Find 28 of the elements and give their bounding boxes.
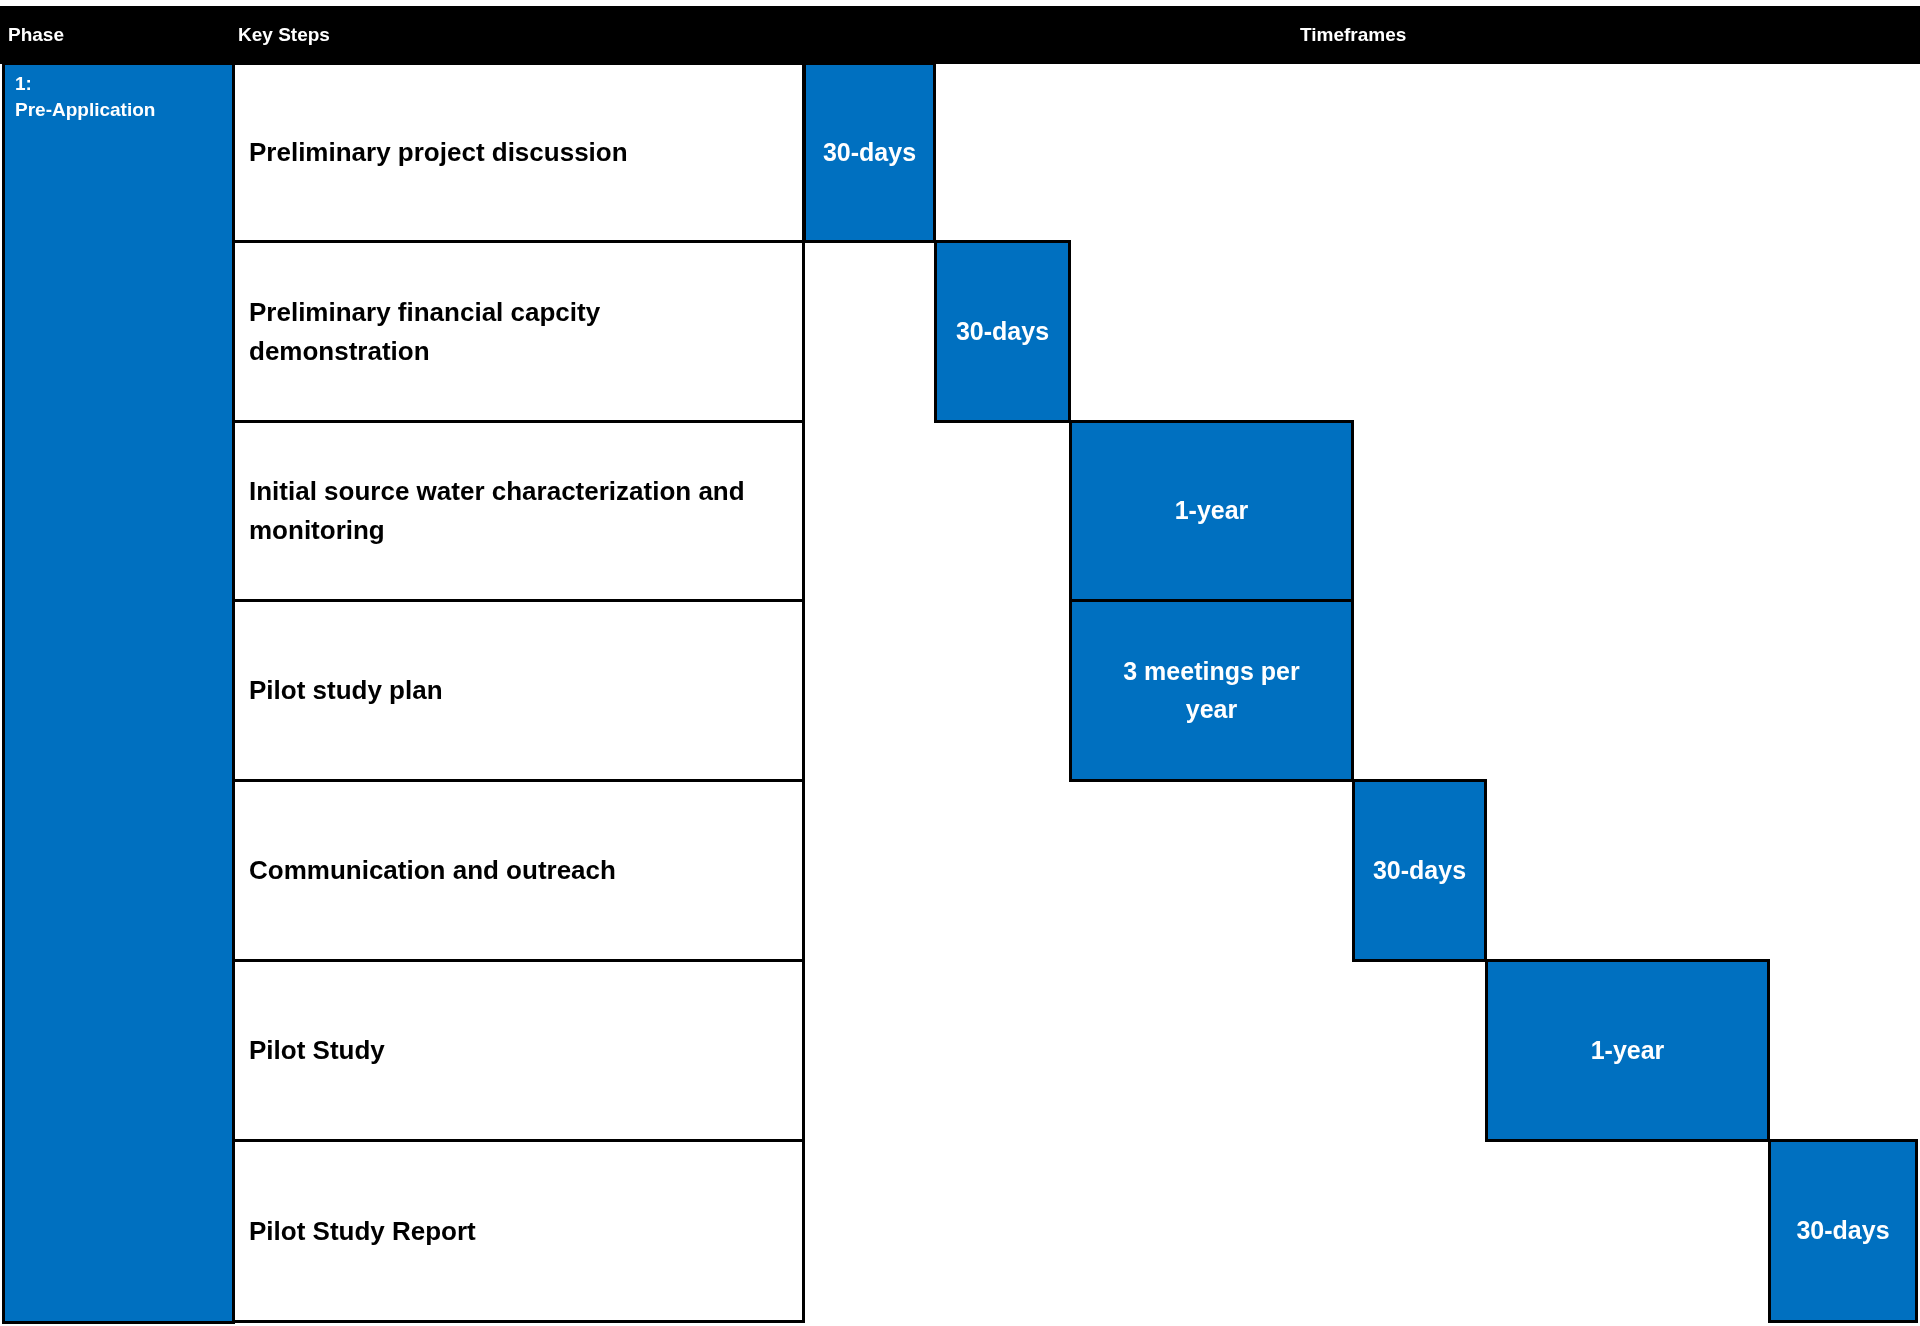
step-label: Pilot study plan: [249, 674, 443, 707]
timeframe-label: 3 meetings per year: [1122, 656, 1301, 725]
timeframe-label: 1-year: [1590, 1034, 1665, 1066]
timeframe-label: 1-year: [1174, 495, 1249, 527]
step-label: Preliminary project discussion: [249, 136, 628, 169]
timeframe-label: 30-days: [1372, 854, 1467, 886]
timeframe-bar: [1352, 779, 1487, 962]
timeframe-bar: [934, 240, 1071, 423]
column-header: Phase: [8, 24, 64, 46]
column-header: Timeframes: [1300, 24, 1407, 46]
timeframe-bar: [1768, 1139, 1918, 1323]
phase-cell: [2, 62, 235, 1324]
timeframe-bar: [803, 62, 936, 243]
step-label: Preliminary financial capcity demonstration: [249, 295, 602, 368]
timeframe-label: 30-days: [1796, 1215, 1890, 1247]
timeframe-bar: [1069, 420, 1354, 602]
timeframe-label: 30-days: [822, 136, 917, 168]
timeframe-bar: [1069, 599, 1354, 782]
column-header: Key Steps: [238, 24, 330, 46]
phase-label: 1: Pre-Application: [15, 72, 156, 122]
timeframe-label: 30-days: [955, 315, 1050, 347]
step-label: Pilot Study: [249, 1034, 385, 1067]
step-cell: [232, 1139, 805, 1323]
step-label: Pilot Study Report: [249, 1214, 476, 1248]
step-label: Initial source water characterization and monitoring: [249, 475, 746, 547]
step-label: Communication and outreach: [249, 854, 616, 887]
timeframe-bar: [1485, 959, 1770, 1142]
step-cell: [232, 62, 805, 243]
